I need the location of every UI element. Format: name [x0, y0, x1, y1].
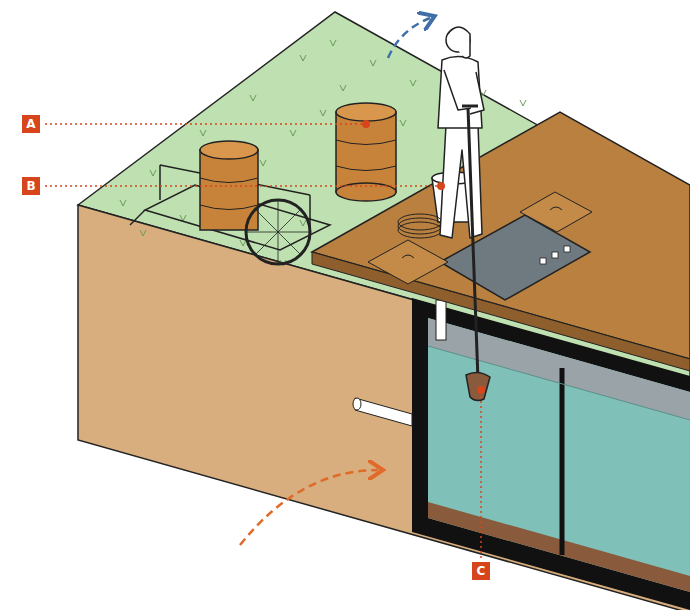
callout-letter: A [22, 115, 40, 133]
callout-letter: C [472, 562, 490, 580]
callout-letter: B [22, 177, 40, 195]
